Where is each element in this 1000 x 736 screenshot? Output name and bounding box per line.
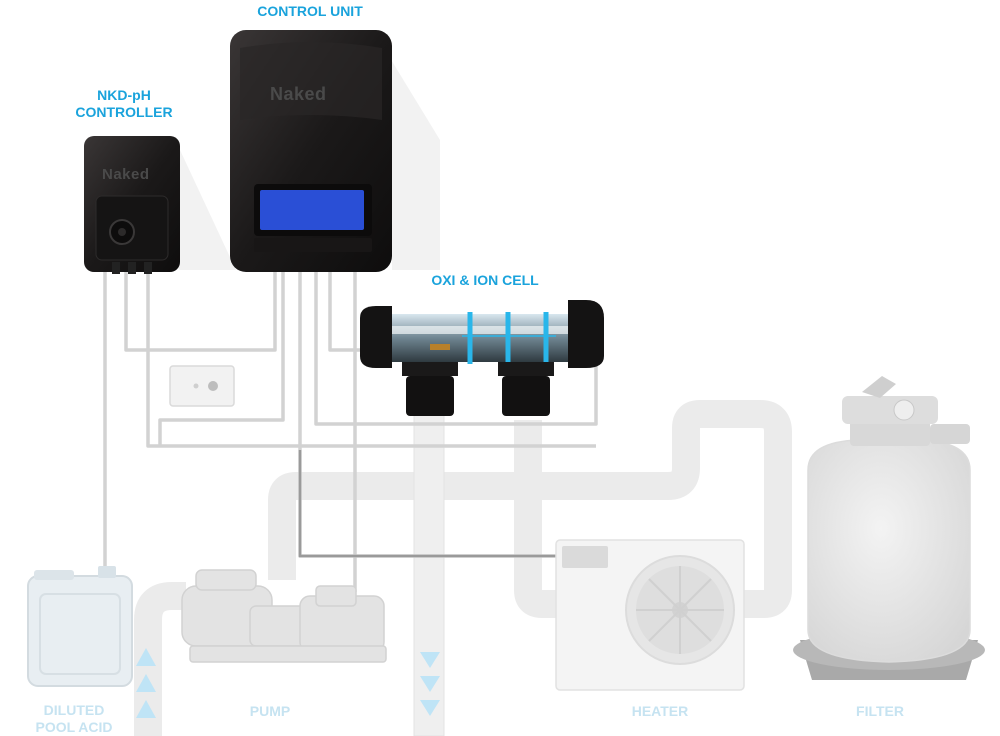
heater-label: HEATER — [631, 703, 689, 719]
heater-device — [555, 539, 745, 691]
triangle-down-icon — [420, 676, 440, 692]
pump-device — [181, 569, 387, 663]
wall-socket — [169, 365, 235, 407]
triangle-up-icon — [136, 648, 156, 666]
triangle-up-icon — [136, 700, 156, 718]
flow-arrows-up — [136, 648, 156, 718]
cable-cu-a — [158, 272, 285, 446]
cell-to-heater-pipe — [514, 420, 560, 618]
triangle-down-icon — [420, 700, 440, 716]
pipework — [134, 400, 792, 736]
pump-inlet-pipe — [134, 582, 186, 736]
ph-controller-device — [84, 136, 236, 274]
ph-controller-label: NKD-pH CONTROLLER — [64, 87, 184, 121]
acid-label-line-1: DILUTED — [43, 702, 105, 718]
return-pipe-loop — [268, 400, 760, 580]
cell-label: OXI & ION CELL — [431, 272, 539, 288]
flow-arrows-down — [420, 652, 440, 716]
acid-container — [27, 566, 133, 687]
ph-controller-label-line-1: NKD-pH — [97, 87, 151, 103]
acid-label-line-2: POOL ACID — [35, 719, 113, 735]
ph-controller-brand: Naked — [102, 166, 150, 183]
control-unit-brand: Naked — [270, 84, 327, 104]
triangle-down-icon — [420, 652, 440, 668]
oxi-ion-cell-device — [360, 300, 604, 416]
filter-to-heater-pipe — [740, 400, 792, 618]
pump-label: PUMP — [249, 703, 291, 719]
cable-ph-to-socket-2 — [146, 272, 596, 448]
cable-cu-d — [328, 272, 362, 352]
cable-to-heater — [298, 450, 560, 558]
cable-cu-c — [314, 272, 598, 426]
triangle-up-icon — [136, 674, 156, 692]
filter-label: FILTER — [856, 703, 904, 719]
ph-controller-label-line-2: CONTROLLER — [75, 104, 173, 120]
acid-label: DILUTED POOL ACID — [14, 702, 134, 736]
control-unit-device — [230, 30, 440, 272]
cable-ph-to-socket-1 — [124, 272, 277, 352]
filter-device — [793, 376, 985, 680]
control-unit-label: CONTROL UNIT — [257, 3, 363, 19]
